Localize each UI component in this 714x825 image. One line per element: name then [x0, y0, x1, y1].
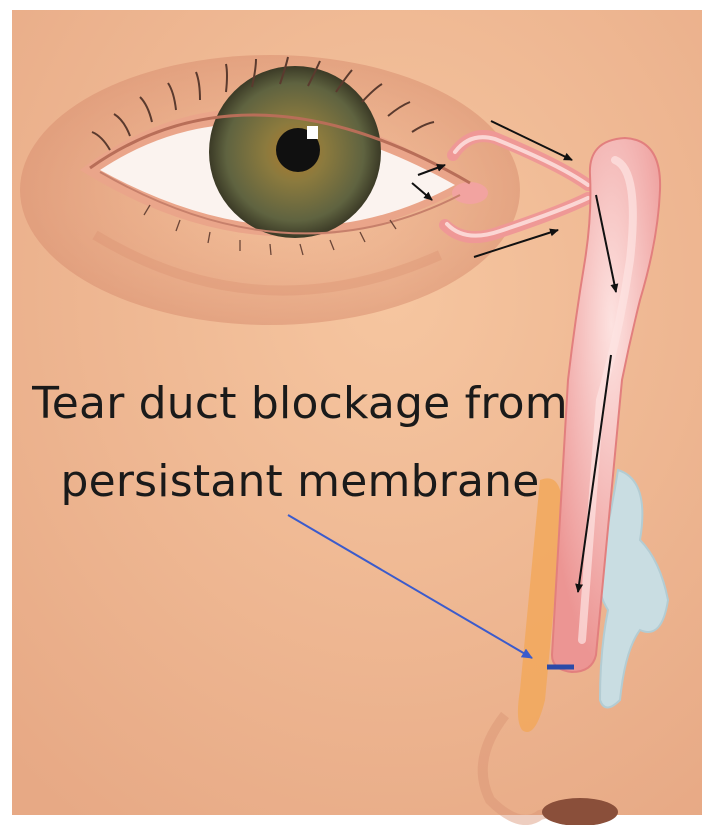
caption-line-1: Tear duct blockage from: [20, 378, 580, 429]
caruncle: [452, 182, 488, 204]
caption-line-2: persistant membrane: [20, 456, 580, 507]
eye-highlight: [307, 126, 318, 139]
nostril: [542, 798, 618, 825]
